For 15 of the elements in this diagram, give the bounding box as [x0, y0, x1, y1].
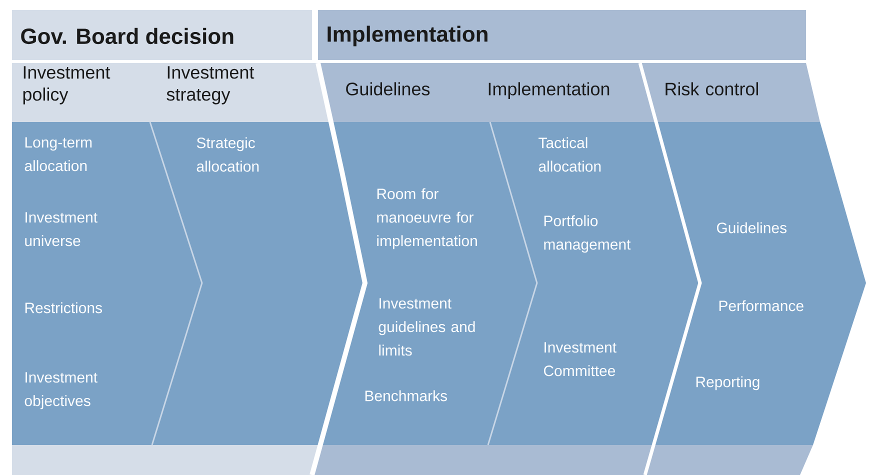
header-band: Gov. Board decision	[12, 10, 312, 60]
node-label: Portfolio management	[544, 215, 631, 253]
node-label: Investment Committee	[544, 342, 616, 376]
node-label: Investment policy	[23, 66, 110, 104]
node-label: Investment objectives	[24, 372, 98, 410]
node-label: Guidelines	[716, 222, 787, 234]
node-label: Room for manoeuvre for implementation	[377, 188, 477, 250]
node-label: Restrictions	[25, 302, 102, 314]
node-label: Performance	[719, 300, 804, 312]
node-label: Benchmarks	[365, 390, 448, 402]
header-band: Implementation	[318, 10, 806, 60]
node-label: Investment universe	[25, 212, 98, 246]
node-label: Tactical allocation	[538, 137, 601, 172]
node-label: Long-term allocation	[24, 137, 92, 172]
node-label: Investment guidelines and limits	[378, 298, 475, 356]
